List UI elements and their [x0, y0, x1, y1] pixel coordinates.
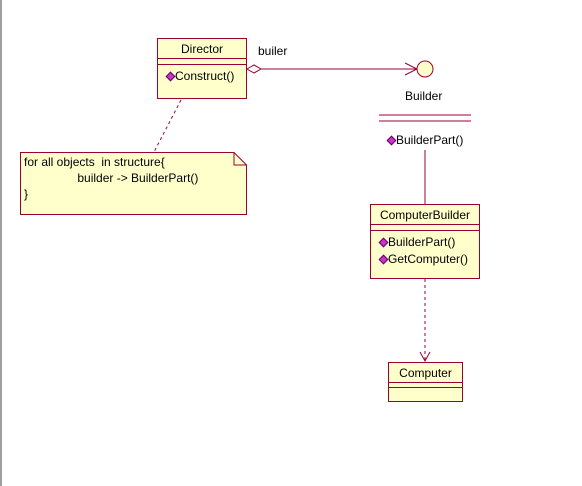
computerbuilder-operations-compartment: BuilderPart() GetComputer() [371, 231, 479, 268]
director-builder-association[interactable] [245, 62, 419, 76]
builder-interface-icon[interactable] [416, 60, 434, 78]
builder-operation: BuilderPart() [386, 132, 464, 149]
director-operation: Construct() [165, 68, 246, 85]
computerbuilder-operation-label: GetComputer() [388, 252, 469, 266]
implementation-note[interactable]: for all objects in structure{ builder ->… [20, 152, 247, 215]
note-shape [20, 152, 247, 215]
builder-interface-name: Builder [405, 89, 443, 103]
director-operations-compartment: Construct() [158, 65, 246, 85]
association-role-label: builer [258, 44, 288, 58]
director-attributes-compartment [158, 59, 246, 65]
computer-attributes-compartment [389, 383, 462, 388]
computer-class-name: Computer [389, 363, 462, 383]
note-anchor-line [153, 99, 182, 153]
computerbuilder-operation: BuilderPart() [378, 234, 479, 251]
left-window-edge [0, 0, 2, 486]
director-operation-label: Construct() [175, 69, 235, 83]
note-line: builder -> BuilderPart() [24, 171, 199, 185]
note-line: for all objects in structure{ [24, 155, 165, 169]
computerbuilder-class-name: ComputerBuilder [371, 205, 479, 225]
note-line: } [24, 187, 29, 201]
builder-operation-label: BuilderPart() [396, 133, 464, 147]
computerbuilder-operation-label: BuilderPart() [388, 235, 456, 249]
computerbuilder-attributes-compartment [371, 225, 479, 231]
computerbuilder-computer-dependency[interactable] [419, 279, 431, 363]
director-class[interactable]: Director Construct() [157, 38, 247, 99]
computerbuilder-operation: GetComputer() [378, 251, 479, 268]
director-class-name: Director [158, 39, 246, 59]
computerbuilder-class[interactable]: ComputerBuilder BuilderPart() GetCompute… [370, 204, 480, 279]
dependency-arrowhead [419, 351, 431, 363]
computer-class[interactable]: Computer [388, 362, 463, 402]
aggregation-diamond [245, 64, 263, 74]
